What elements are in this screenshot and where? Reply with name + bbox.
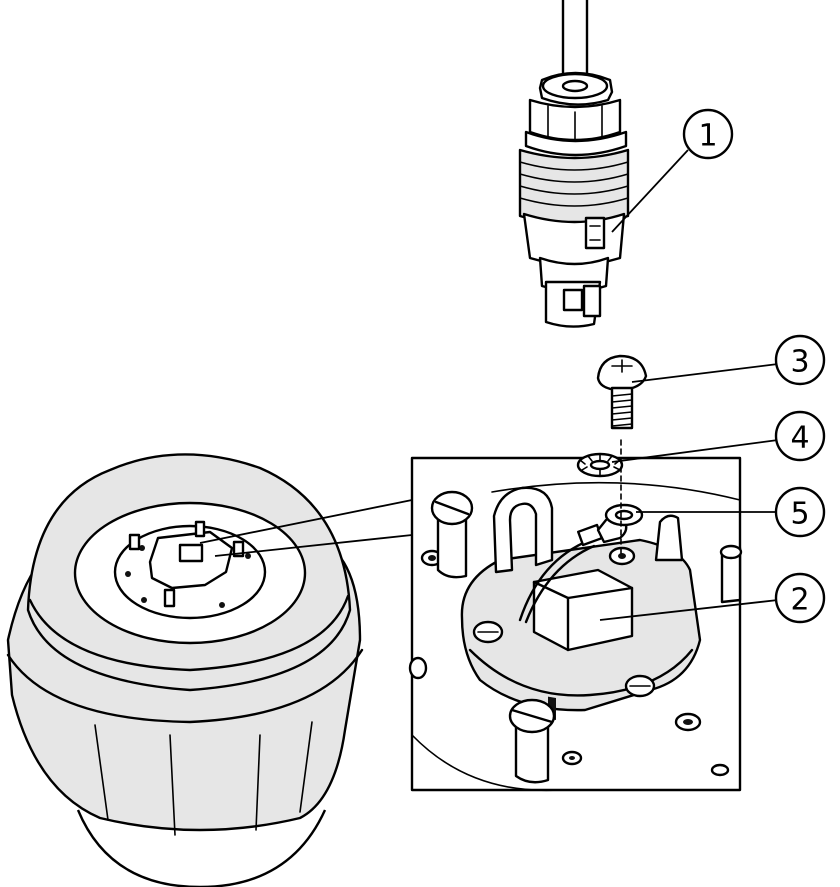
- callout-3: 3: [631, 334, 826, 386]
- callout-1-label: 1: [698, 119, 717, 154]
- ground-cable: [518, 538, 592, 622]
- callout-2-circle: [774, 572, 826, 624]
- callout-5-label: 5: [790, 497, 809, 532]
- bracket-hook: [492, 486, 554, 574]
- callout-2-label: 2: [790, 583, 809, 618]
- callout-3-label: 3: [790, 345, 809, 380]
- callout-5: 5: [636, 486, 826, 538]
- slotted-post-left: [436, 508, 468, 579]
- camera-dome: [6, 453, 364, 887]
- cable: [561, 0, 589, 82]
- detail-frame: [410, 456, 742, 792]
- slotted-post-bottom: [514, 720, 550, 784]
- callout-1: 1: [611, 108, 734, 233]
- zoom-leader-top: [199, 499, 413, 544]
- callout-5-circle: [774, 486, 826, 538]
- detail-view: [408, 439, 743, 792]
- screw: [596, 354, 648, 430]
- callout-4: 4: [611, 410, 826, 463]
- callout-2: 2: [599, 572, 826, 624]
- network-cable-connector: [518, 0, 630, 328]
- callout-3-circle: [774, 334, 826, 386]
- dome-bubble: [76, 809, 327, 887]
- zoom-leader-bottom: [214, 534, 413, 557]
- callout-1-circle: [682, 108, 734, 160]
- callout-4-circle: [774, 410, 826, 462]
- callout-4-label: 4: [790, 421, 809, 456]
- network-socket: [532, 568, 634, 652]
